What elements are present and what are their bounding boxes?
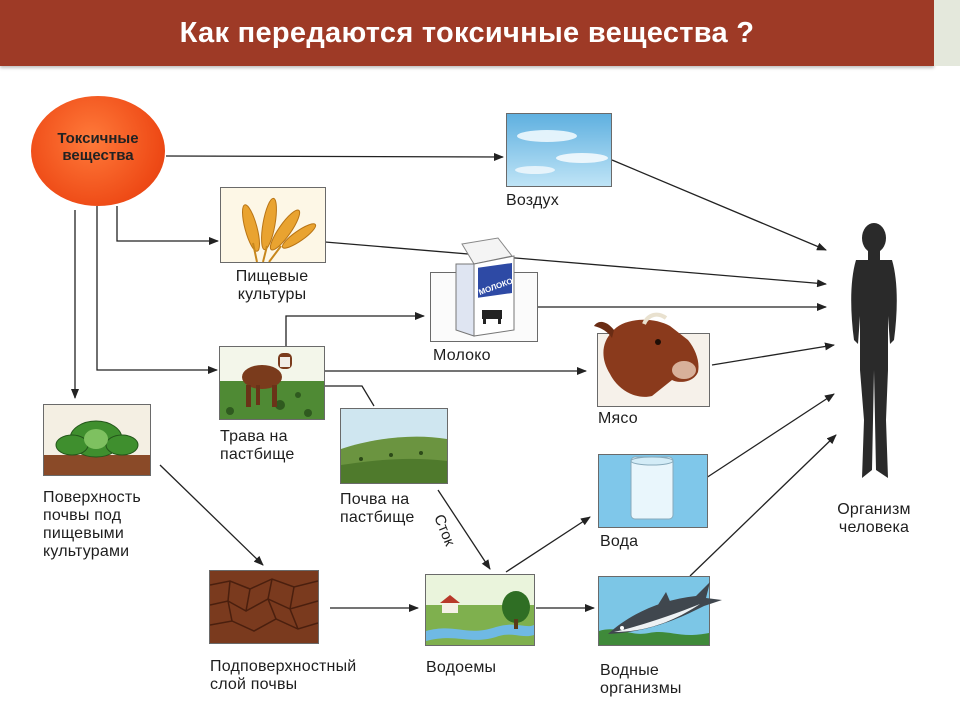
meat-label: Мясо	[598, 410, 638, 427]
arrow-grass-milk	[285, 312, 425, 346]
arrow-water-human	[705, 393, 835, 479]
subsoil-label: Подповерхностный слой почвы	[210, 658, 357, 693]
soil-surface-image	[43, 404, 151, 476]
pasture-soil-image	[340, 408, 448, 484]
crops-image	[220, 187, 326, 263]
arrow-toxic-air	[165, 152, 504, 161]
milk-carton: МОЛОКО	[455, 237, 515, 337]
crops-label: Пищевые культуры	[235, 268, 309, 303]
soil-surface-label: Поверхность почвы под пищевыми культурам…	[43, 489, 141, 560]
arrow-pasturesoil-waterbodies	[437, 489, 491, 570]
page-title: Как передаются токсичные вещества ?	[179, 17, 755, 49]
arrow-waterbodies-water	[505, 516, 591, 573]
pasture-soil-label: Почва на пастбище	[340, 491, 415, 526]
arrow-toxic-grass	[96, 206, 218, 374]
human-silhouette	[851, 223, 897, 478]
grass-label: Трава на пастбище	[220, 428, 295, 463]
milk-label: Молоко	[433, 347, 491, 364]
toxic-substances-circle	[31, 96, 165, 206]
human-label: Организм человека	[837, 501, 911, 536]
arrow-grass-pasturesoil	[325, 385, 375, 407]
header-side-strip	[934, 0, 960, 66]
header-bar	[0, 0, 934, 66]
arrow-soilsurface-subsoil	[159, 464, 264, 566]
water-image	[598, 454, 708, 528]
water-bodies-label: Водоемы	[426, 659, 497, 676]
subsoil-image	[209, 570, 319, 644]
arrow-air-human	[611, 159, 827, 251]
arrow-meat-human	[711, 342, 835, 366]
fish	[608, 582, 722, 634]
air-label: Воздух	[506, 192, 559, 209]
water-label: Вода	[600, 533, 639, 550]
arrow-crops-human	[324, 241, 827, 288]
aquatic-label: Водные организмы	[600, 662, 682, 697]
air-image	[506, 113, 612, 187]
arrow-toxic-crops	[116, 206, 219, 245]
arrow-aquatic-human	[689, 434, 837, 577]
toxic-substances-label: Токсичные вещества	[57, 130, 139, 164]
grass-image	[219, 346, 325, 420]
water-bodies-image	[425, 574, 535, 646]
bull-head	[594, 312, 699, 397]
